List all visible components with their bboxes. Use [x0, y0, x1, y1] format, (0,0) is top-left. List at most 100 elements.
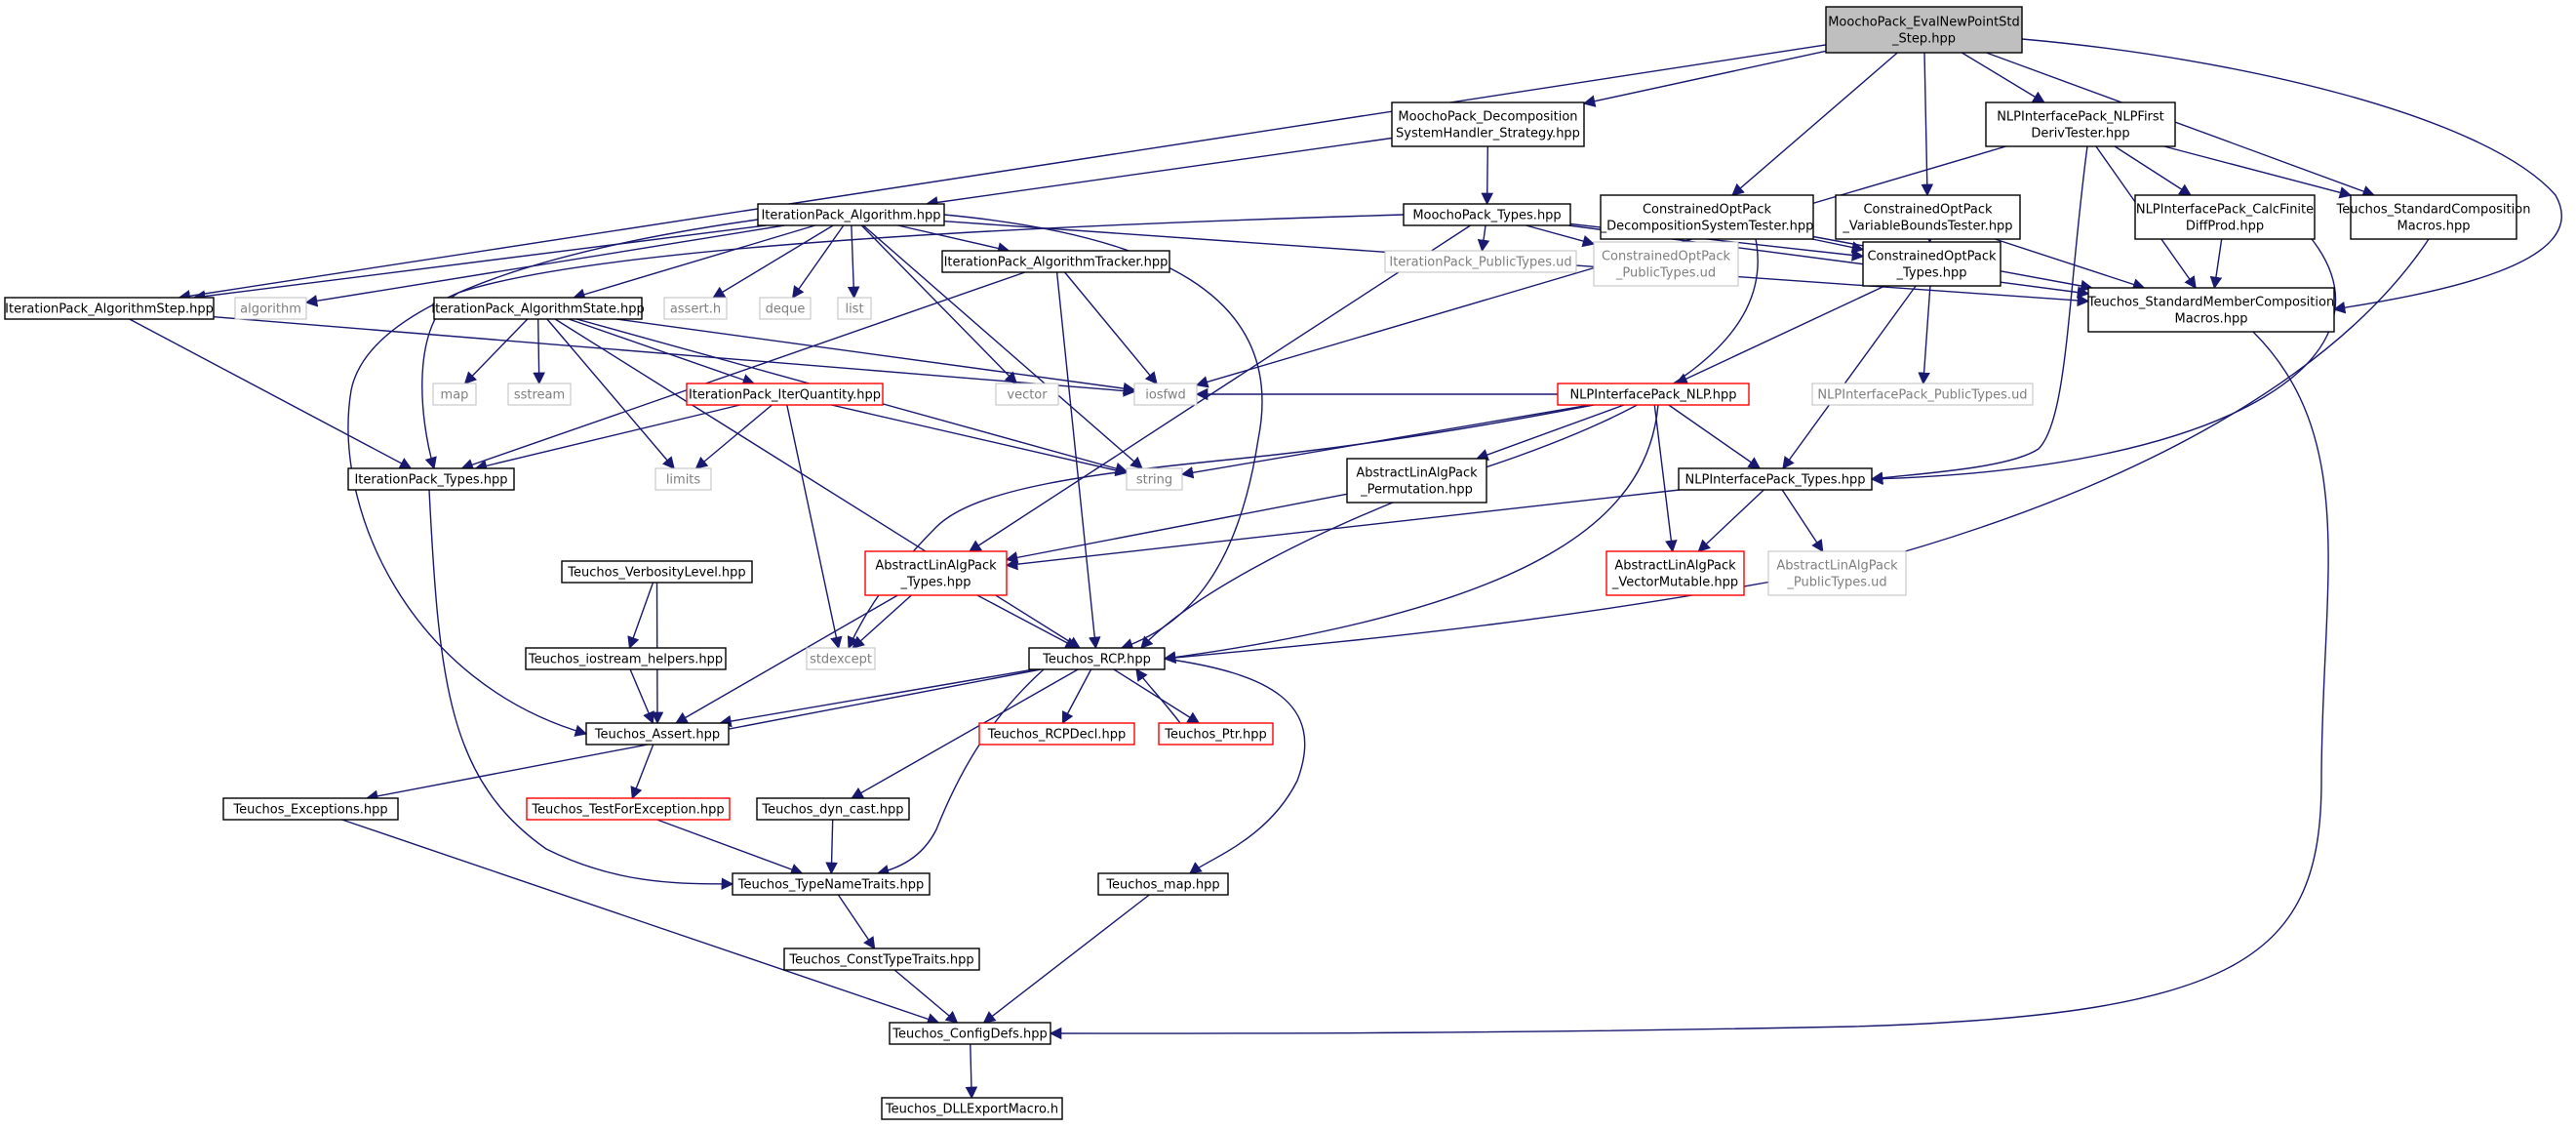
edge-itpack_tracker-to-itpack_types — [460, 271, 1026, 471]
edge-iostream_help-to-assert — [629, 668, 654, 725]
node-label-assert: Teuchos_Assert.hpp — [594, 728, 720, 743]
edge-copt_types-to-nlp_nlp — [1675, 285, 1885, 384]
node-label-nlp_types: NLPInterfacePack_Types.hpp — [1685, 473, 1866, 488]
node-abs_perm[interactable]: AbstractLinAlgPack_Permutation.hpp — [1346, 458, 1487, 504]
node-testforexc[interactable]: Teuchos_TestForException.hpp — [526, 797, 731, 821]
node-label-iosfwd: iosfwd — [1145, 388, 1186, 403]
edge-itpack_tracker-to-iosfwd — [1064, 271, 1158, 384]
node-itpack_step[interactable]: IterationPack_AlgorithmStep.hpp — [4, 297, 215, 320]
edge-abs_types-to-stdexcept — [852, 594, 912, 649]
node-itpack_types[interactable]: IterationPack_Types.hpp — [347, 467, 515, 491]
node-label-nlp_pub_ud: NLPInterfacePack_PublicTypes.ud — [1817, 388, 2027, 403]
node-box-nlp_pub_ud — [1811, 383, 2034, 406]
node-label-testforexc: Teuchos_TestForException.hpp — [531, 803, 724, 818]
node-decomp[interactable]: MoochoPack_DecompositionSystemHandler_St… — [1391, 101, 1585, 147]
node-box-rcpdecl — [978, 722, 1135, 746]
node-box-string — [1126, 467, 1183, 491]
node-verbosity[interactable]: Teuchos_VerbosityLevel.hpp — [561, 560, 753, 584]
node-stdmember[interactable]: Teuchos_StandardMemberCompositionMacros.… — [2087, 287, 2335, 333]
node-ptr[interactable]: Teuchos_Ptr.hpp — [1158, 722, 1274, 746]
node-box-exceptions — [222, 797, 399, 821]
node-root[interactable]: MoochoPack_EvalNewPointStd_Step.hpp — [1825, 6, 2023, 54]
node-box-itpack_iterq — [686, 383, 884, 406]
edge-decomp-to-itpack_algo — [925, 137, 1393, 209]
node-rcpdecl[interactable]: Teuchos_RCPDecl.hpp — [978, 722, 1135, 746]
node-label-copt_dst-line2: _DecompositionSystemTester.hpp — [1600, 220, 1814, 234]
node-typename[interactable]: Teuchos_TypeNameTraits.hpp — [732, 872, 931, 896]
edge-exceptions-to-configdefs — [341, 819, 940, 1026]
node-itpack_state[interactable]: IterationPack_AlgorithmState.hpp — [431, 297, 645, 320]
edge-assert-to-testforexc — [630, 744, 654, 800]
node-box-moocho_types — [1403, 203, 1571, 226]
node-iostream_help[interactable]: Teuchos_iostream_helpers.hpp — [525, 647, 727, 670]
node-abs_types[interactable]: AbstractLinAlgPack_Types.hpp — [864, 550, 1008, 596]
node-box-copt_dst — [1600, 194, 1814, 240]
edge-itpack_state-to-itpack_iterq — [568, 318, 756, 386]
node-label-itpack_state: IterationPack_AlgorithmState.hpp — [431, 302, 645, 317]
node-configdefs[interactable]: Teuchos_ConfigDefs.hpp — [889, 1022, 1051, 1045]
node-rcp[interactable]: Teuchos_RCP.hpp — [1028, 647, 1166, 670]
edge-itpack_types-to-typename — [428, 489, 734, 891]
node-nlp_types[interactable]: NLPInterfacePack_Types.hpp — [1678, 467, 1873, 491]
node-box-nlpfirst — [1985, 101, 2176, 147]
edge-nlp_types-to-abs_pub_ud — [1781, 489, 1824, 553]
node-assert[interactable]: Teuchos_Assert.hpp — [585, 722, 730, 746]
edge-copt_types-to-nlp_pub_ud — [1918, 285, 1931, 385]
node-box-sstream — [507, 383, 572, 406]
node-box-stdmember — [2087, 287, 2335, 333]
edge-abs_types-to-rcp — [976, 594, 1078, 649]
node-label-nlpfirst-line2: DerivTester.hpp — [2031, 127, 2129, 141]
edge-rcp-to-dyncast — [851, 668, 1079, 799]
node-dllexport[interactable]: Teuchos_DLLExportMacro.h — [881, 1097, 1063, 1120]
node-itpack_tracker[interactable]: IterationPack_AlgorithmTracker.hpp — [941, 250, 1170, 273]
node-itpack_iterq[interactable]: IterationPack_IterQuantity.hpp — [686, 383, 884, 406]
edge-calcfinite-to-nlp_types — [1870, 238, 2337, 485]
node-exceptions[interactable]: Teuchos_Exceptions.hpp — [222, 797, 399, 821]
node-nlp_nlp[interactable]: NLPInterfacePack_NLP.hpp — [1557, 383, 1750, 406]
node-label-itpack_algo: IterationPack_Algorithm.hpp — [761, 209, 940, 223]
node-box-deque — [759, 297, 812, 320]
edge-moocho_types-to-abs_types — [969, 224, 1471, 552]
edge-itpack_tracker-to-rcp — [1055, 271, 1101, 650]
node-label-decomp-line2: SystemHandler_Strategy.hpp — [1396, 127, 1580, 141]
node-copt_types[interactable]: ConstrainedOptPack_Types.hpp — [1862, 241, 2001, 287]
edge-nlp_types-to-abs_vecmut — [1697, 489, 1764, 552]
node-map_hpp[interactable]: Teuchos_map.hpp — [1097, 872, 1229, 896]
node-label-abs_perm-line1: AbstractLinAlgPack — [1356, 466, 1478, 481]
node-label-exceptions: Teuchos_Exceptions.hpp — [232, 803, 387, 818]
edge-itpack_algo-to-itpack_tracker — [897, 224, 1011, 255]
node-copt_dst[interactable]: ConstrainedOptPack_DecompositionSystemTe… — [1600, 194, 1814, 240]
node-dyncast[interactable]: Teuchos_dyn_cast.hpp — [756, 797, 910, 821]
node-box-copt_pub_ud — [1593, 241, 1739, 287]
node-box-stdcomp — [2350, 194, 2517, 240]
node-box-map_hpp — [1097, 872, 1229, 896]
node-label-limits: limits — [666, 473, 701, 488]
node-box-itpack_types — [347, 467, 515, 491]
node-algorithm: algorithm — [234, 297, 307, 320]
edge-itpack_algo-to-string — [862, 224, 1143, 469]
edge-itpack_algo-to-list — [847, 224, 860, 300]
node-consttype[interactable]: Teuchos_ConstTypeTraits.hpp — [783, 948, 980, 971]
node-box-iostream_help — [525, 647, 727, 670]
edge-rcp-to-typename — [876, 668, 1045, 877]
node-label-deque: deque — [766, 302, 806, 317]
node-label-vector: vector — [1007, 388, 1048, 403]
node-label-copt_types-line1: ConstrainedOptPack — [1867, 250, 1997, 264]
node-copt_vbt[interactable]: ConstrainedOptPack_VariableBoundsTester.… — [1835, 194, 2021, 240]
node-moocho_types[interactable]: MoochoPack_Types.hpp — [1403, 203, 1571, 226]
node-label-root-line1: MoochoPack_EvalNewPointStd — [1828, 16, 2020, 30]
node-label-itpack_types: IterationPack_Types.hpp — [354, 473, 507, 488]
edge-itpack_step-to-iosfwd — [213, 316, 1136, 397]
edge-rcp-to-ptr — [1113, 668, 1201, 724]
node-label-itpack_tracker: IterationPack_AlgorithmTracker.hpp — [944, 256, 1169, 270]
node-iosfwd: iosfwd — [1133, 383, 1198, 406]
node-label-abs_pub_ud-line1: AbstractLinAlgPack — [1776, 559, 1898, 574]
edge-nlp_nlp-to-abs_perm — [1476, 404, 1625, 462]
node-box-consttype — [783, 948, 980, 971]
node-abs_vecmut[interactable]: AbstractLinAlgPack_VectorMutable.hpp — [1605, 550, 1745, 596]
node-itpack_algo[interactable]: IterationPack_Algorithm.hpp — [757, 203, 945, 226]
edge-copt_vbt-to-stdmember — [1995, 238, 2146, 291]
